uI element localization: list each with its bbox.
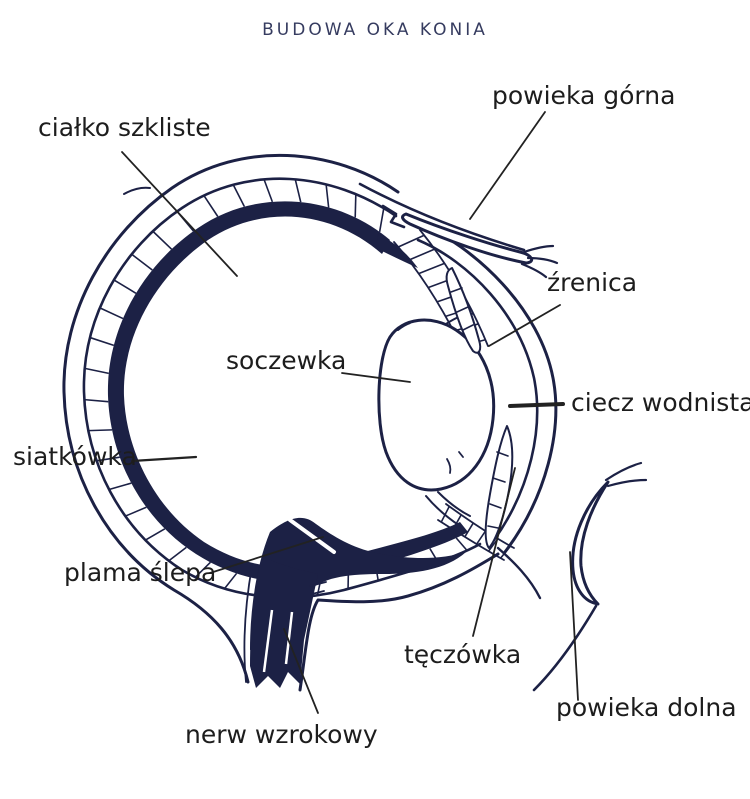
leader-line-cialko-szkliste (121, 151, 238, 277)
lens-shape (377, 318, 496, 492)
label-plama-slepa: plama ślepa (64, 558, 217, 587)
leader-line-teczowka (472, 467, 516, 637)
leader-line-siatkowka (130, 455, 198, 463)
iris-lower-leaf (484, 425, 514, 549)
ciliary-lower-edge-2 (437, 519, 505, 561)
label-siatkowka: siatkówka (13, 442, 137, 471)
label-ciecz-wodnista: ciecz wodnista (571, 388, 750, 417)
label-teczowka: tęczówka (404, 640, 522, 669)
leader-line-soczewka (341, 372, 411, 383)
lens-accent-bottom-1 (446, 458, 452, 474)
nerve-streak-2 (284, 611, 294, 665)
nerve-sheath-left-line (243, 565, 253, 683)
sclera-outer-line-left (62, 153, 400, 684)
ciliary-lower-edge-1 (445, 503, 515, 549)
accent-bottom-1 (309, 581, 327, 587)
sclera-cornea-notch (381, 204, 406, 229)
upper-eyelid-lashes (520, 244, 559, 279)
accent-top-left (123, 186, 151, 195)
iris-upper-leaf (445, 267, 482, 354)
lens-accent-bottom-2 (458, 451, 464, 458)
cornea-inner-line (416, 238, 539, 542)
label-powieka-dolna: powieka dolna (556, 693, 737, 722)
lens-accent-top (397, 322, 411, 331)
iris-upper-leaf-ticks (450, 287, 474, 331)
iris-lower-leaf-ticks (487, 451, 509, 529)
leader-line-plama-slepa (209, 536, 324, 574)
label-soczewka: soczewka (226, 346, 347, 375)
retina-band (107, 201, 469, 583)
lower-eyelid (571, 480, 610, 606)
optic-nerve-core (250, 556, 318, 688)
zonule-bottom-2 (425, 495, 461, 527)
lower-eyelid-lashes (604, 461, 648, 488)
label-zrenica: źrenica (547, 268, 638, 297)
leader-line-nerw-wzrokowy (283, 628, 319, 714)
leader-line-zrenica (488, 304, 561, 347)
leader-line-powieka-dolna (569, 551, 579, 701)
leader-lines (121, 111, 579, 714)
cornea-outer-line (412, 218, 558, 554)
accent-bottom-2 (311, 590, 325, 595)
blind-spot-mass (250, 517, 466, 650)
leader-line-ciecz-wodnista (508, 402, 565, 408)
lower-fornix-line (496, 546, 542, 600)
sclera-outer-line-bottom (298, 552, 500, 692)
lower-eyelid-tail-line (532, 604, 598, 692)
leader-line-powieka-gorna (469, 111, 546, 220)
sclera-inner-line (82, 177, 482, 599)
blind-spot-slash (288, 518, 336, 554)
label-nerw-wzrokowy: nerw wzrokowy (185, 720, 378, 749)
upper-eyelid (401, 212, 534, 265)
label-powieka-gorna: powieka górna (492, 81, 676, 110)
nerve-streak-1 (262, 609, 274, 673)
label-cialko-szkliste: ciałko szkliste (38, 113, 211, 142)
diagram-title: BUDOWA OKA KONIA (262, 20, 488, 40)
upper-eyelid-fold-line (358, 182, 526, 252)
zonule-bottom-1 (437, 491, 471, 517)
